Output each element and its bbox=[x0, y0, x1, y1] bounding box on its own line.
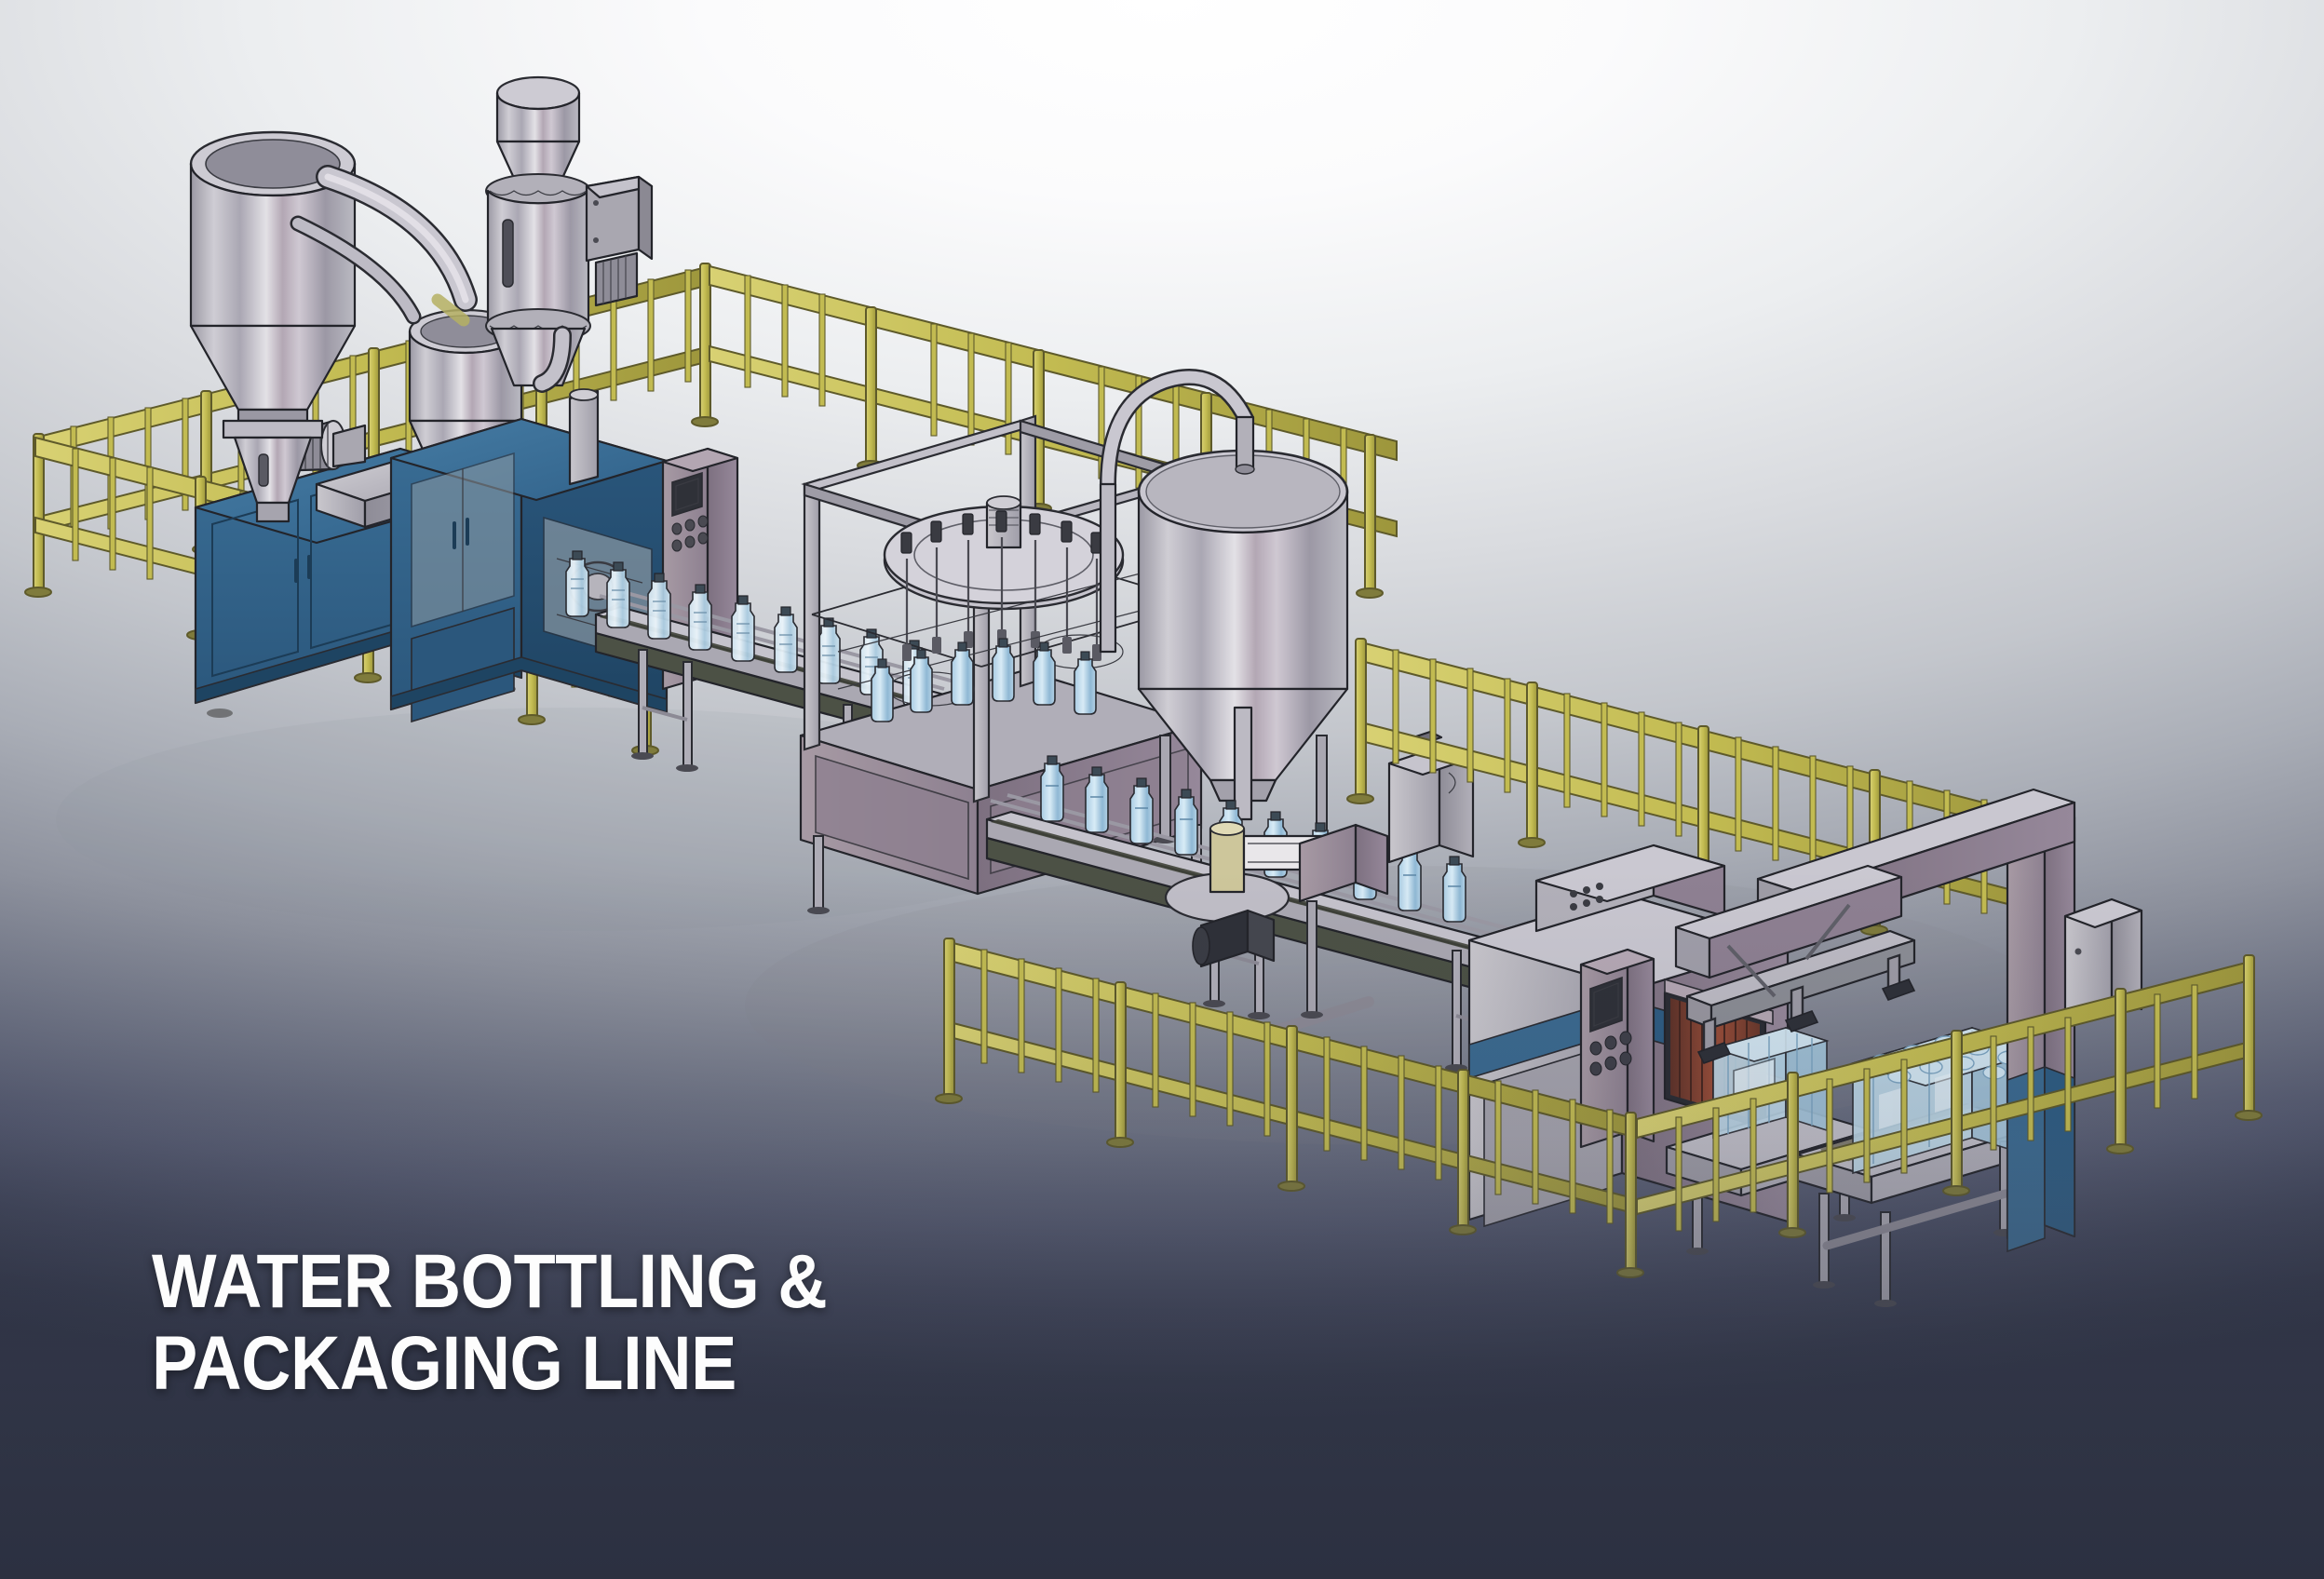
bottles-in-filler bbox=[871, 638, 1097, 722]
station-blow-molder bbox=[189, 75, 739, 723]
station-water-tank bbox=[1099, 369, 1349, 843]
exhaust-stack bbox=[568, 388, 600, 486]
control-panel-buttons[interactable] bbox=[671, 515, 709, 552]
labeler-motor bbox=[1192, 909, 1276, 968]
conveyor-transfer-1 bbox=[565, 550, 966, 827]
palletizer-control-box[interactable] bbox=[2063, 897, 2143, 1017]
page-title: WATER BOTTLING & PACKAGING LINE bbox=[152, 1241, 1157, 1404]
material-transfer-pipe bbox=[290, 165, 478, 327]
title-line-2: PACKAGING LINE bbox=[152, 1320, 736, 1406]
filler-carousel bbox=[883, 495, 1125, 661]
resin-hopper-large bbox=[189, 130, 357, 523]
title-line-1: WATER BOTTLING & bbox=[152, 1239, 828, 1324]
station-labeler bbox=[1164, 730, 1475, 1039]
hmi-touchscreen[interactable] bbox=[1589, 976, 1623, 1033]
hmi-buttons[interactable] bbox=[1589, 1031, 1632, 1076]
tank-inlet-pipe bbox=[1099, 369, 1255, 654]
vacuum-loader-hopper bbox=[485, 75, 654, 393]
control-panel-screen bbox=[671, 471, 703, 518]
